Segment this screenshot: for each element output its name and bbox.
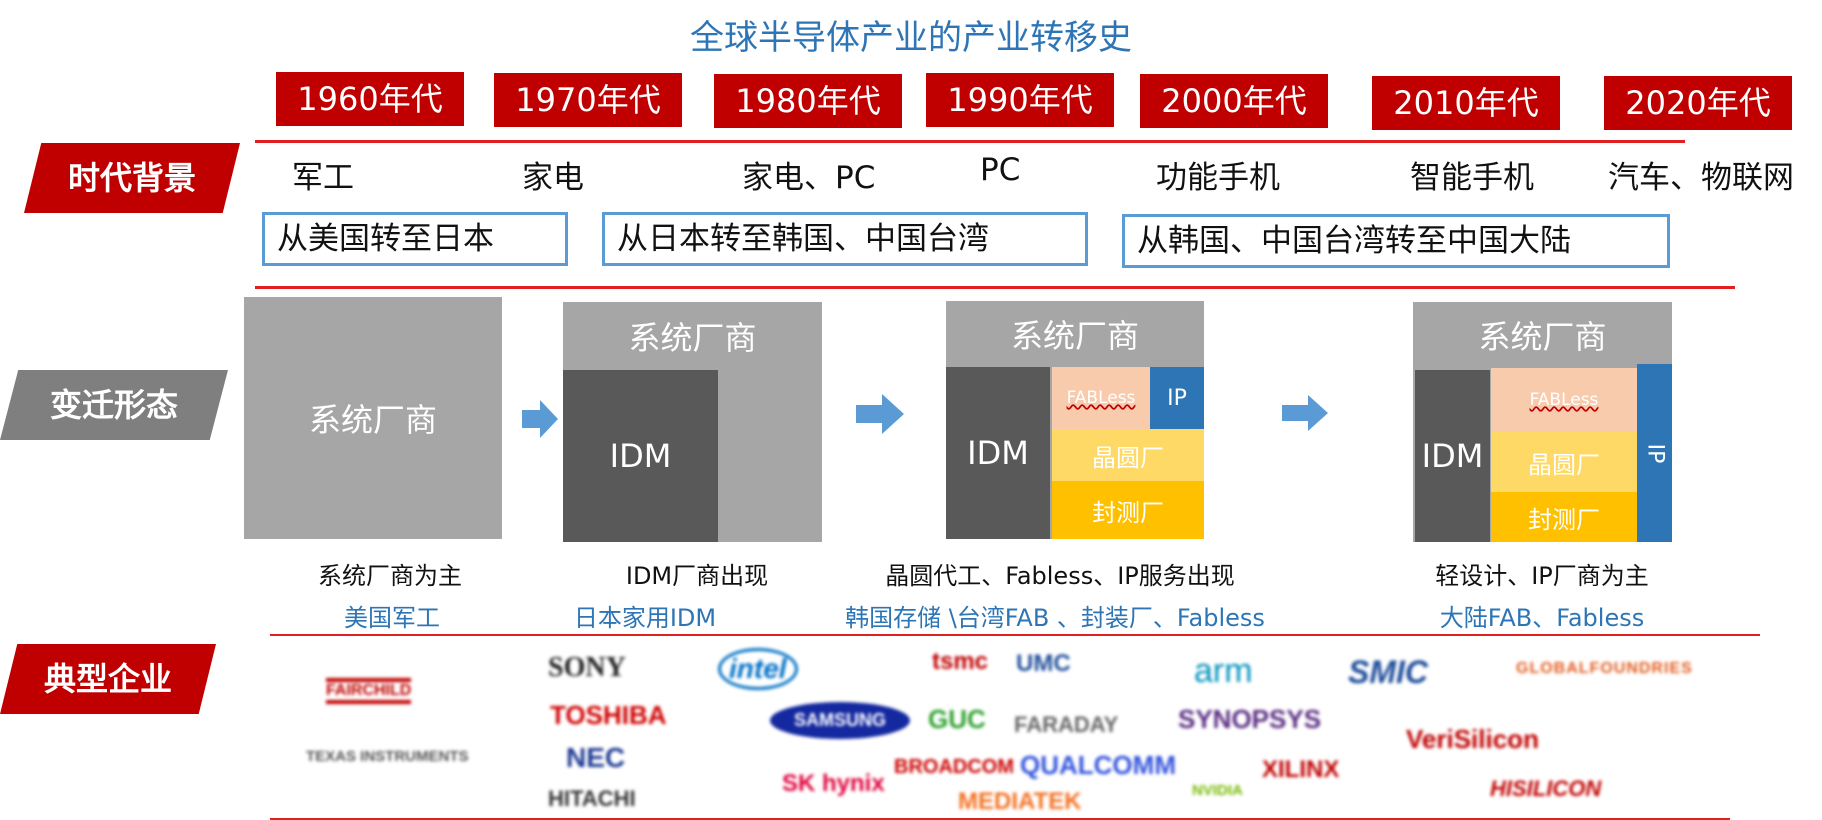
transfer-box: 从韩国、中国台湾转至中国大陆	[1122, 214, 1670, 268]
stage4-system-label: 系统厂商	[1478, 318, 1607, 356]
sk-hynix-logo: SK hynix	[782, 770, 885, 797]
decade-1970: 1970年代	[494, 73, 682, 127]
stage2-idm-block: IDM	[563, 370, 718, 542]
broadcom-logo: BROADCOM	[894, 756, 1014, 778]
synopsys-logo: SYNOPSYS	[1178, 704, 1322, 734]
stage3-package-block: 封测厂	[1052, 481, 1204, 539]
stage3-fab-block: 晶圆厂	[1052, 429, 1204, 481]
hisilicon-logo: HISILICON	[1490, 776, 1602, 801]
stage3-subcaption: 韩国存储 \台湾FAB 、封装厂、Fabless	[845, 604, 1265, 632]
toshiba-logo: TOSHIBA	[550, 700, 667, 730]
side-label-forms: 变迁形态	[0, 370, 228, 440]
stage3-ip-block: IP	[1150, 367, 1204, 429]
stage3-diagram: 系统厂商 IDM FABLess IP 晶圆厂 封测厂	[946, 301, 1204, 539]
fairchild-logo: FAIRCHILD	[326, 678, 412, 704]
stage2-subcaption: 日本家用IDM	[573, 604, 717, 632]
divider-middle	[255, 286, 1735, 289]
xilinx-logo: XILINX	[1262, 756, 1340, 783]
side-label-companies: 典型企业	[0, 644, 216, 714]
arrow-right-icon	[1282, 395, 1328, 431]
stage3-caption: 晶圆代工、Fabless、IP服务出现	[885, 562, 1235, 590]
arrow-right-icon	[856, 394, 904, 434]
stage4-idm-block: IDM	[1415, 370, 1490, 542]
tsmc-logo: tsmc	[932, 648, 989, 675]
mediatek-logo: MEDIATEK	[958, 788, 1082, 815]
guc-logo: GUC	[928, 704, 986, 734]
nvidia-logo: NVIDIA	[1192, 782, 1243, 799]
texas-instruments-logo: TEXAS INSTRUMENTS	[306, 748, 469, 765]
background-item: 汽车、物联网	[1608, 160, 1794, 196]
stage3-fabless-block: FABLess	[1052, 367, 1150, 429]
stage2-system-label: 系统厂商	[628, 319, 757, 357]
stage4-diagram: 系统厂商 IDM FABLess 晶圆厂 封测厂 IP	[1413, 302, 1672, 542]
stage2-diagram: 系统厂商 IDM	[563, 302, 822, 542]
sony-logo: SONY	[548, 652, 626, 683]
stage3-idm-block: IDM	[946, 367, 1050, 539]
page-title: 全球半导体产业的产业转移史	[690, 18, 1132, 58]
transfer-box: 从日本转至韩国、中国台湾	[602, 212, 1088, 266]
divider-bottom	[270, 818, 1730, 820]
background-item: 家电	[522, 160, 584, 196]
stage1-subcaption: 美国军工	[344, 604, 440, 632]
decade-1990: 1990年代	[926, 73, 1114, 127]
decade-2000: 2000年代	[1140, 74, 1328, 128]
stage4-package-block: 封测厂	[1491, 492, 1637, 542]
decade-2010: 2010年代	[1372, 76, 1560, 130]
divider-top	[255, 140, 1685, 143]
verisilicon-logo: VeriSilicon	[1406, 724, 1539, 754]
smic-logo: SMIC	[1348, 654, 1428, 690]
stage4-fabless-block: FABLess	[1491, 368, 1637, 432]
intel-logo: intel	[718, 648, 798, 690]
umc-logo: UMC	[1016, 650, 1071, 677]
side-label-background: 时代背景	[24, 143, 240, 213]
background-item: 军工	[292, 160, 354, 196]
stage1-system-block: 系统厂商	[244, 297, 502, 539]
background-item: 家电、PC	[742, 160, 876, 196]
hitachi-logo: HITACHI	[548, 786, 636, 811]
samsung-logo: SAMSUNG	[770, 702, 911, 739]
divider-companies-top	[270, 634, 1760, 636]
qualcomm-logo: QUALCOMM	[1020, 750, 1176, 780]
stage2-caption: IDM厂商出现	[625, 562, 769, 590]
decade-1960: 1960年代	[276, 72, 464, 126]
background-item: PC	[980, 152, 1021, 188]
transfer-box: 从美国转至日本	[262, 212, 568, 266]
arm-logo: arm	[1194, 652, 1253, 690]
decade-1980: 1980年代	[714, 74, 902, 128]
stage4-ip-block: IP	[1637, 364, 1672, 542]
arrow-right-icon	[522, 400, 558, 438]
background-item: 智能手机	[1410, 160, 1534, 196]
stage1-caption: 系统厂商为主	[318, 562, 462, 590]
decade-2020: 2020年代	[1604, 76, 1792, 130]
stage4-fab-block: 晶圆厂	[1491, 432, 1637, 492]
stage4-caption: 轻设计、IP厂商为主	[1435, 562, 1649, 590]
stage3-system-label: 系统厂商	[1010, 317, 1139, 355]
stage4-ip-label: IP	[1641, 443, 1667, 463]
background-item: 功能手机	[1156, 160, 1280, 196]
faraday-logo: FARADAY	[1014, 712, 1119, 737]
stage4-subcaption: 大陆FAB、Fabless	[1439, 604, 1645, 632]
nec-logo: NEC	[566, 742, 626, 773]
globalfoundries-logo: GLOBALFOUNDRIES	[1516, 660, 1693, 677]
